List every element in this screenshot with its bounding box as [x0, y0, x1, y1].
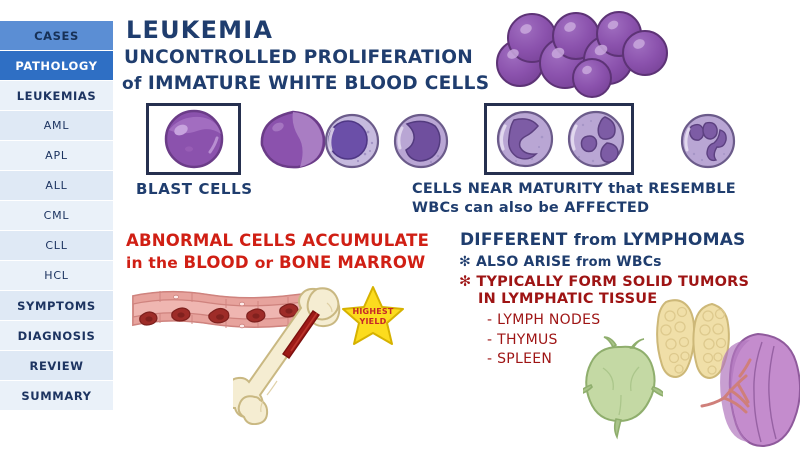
lymphoma-bullet-2-line-1: TYPICALLY FORM SOLID TUMORS [476, 274, 750, 290]
accumulate-line-2d: BONE MARROW [279, 253, 426, 272]
sidebar-item-leukemias[interactable]: LEUKEMIAS [0, 81, 113, 111]
cell-lymphocyte-3 [324, 113, 380, 169]
list-item: - SPLEEN [487, 351, 553, 367]
sidebar-item-label: AML [43, 119, 70, 132]
lymphatic-tissue-list: - LYMPH NODES - THYMUS - SPLEEN [487, 311, 600, 370]
sidebar-item-review[interactable]: REVIEW [0, 351, 113, 381]
highest-yield-text: HIGHEST YIELD [341, 307, 405, 326]
sidebar-item-label: CASES [34, 28, 79, 43]
subtitle-line-2: of IMMATURE WHITE BLOOD CELLS [122, 73, 489, 94]
sidebar-item-label: PATHOLOGY [15, 58, 98, 73]
sidebar-item-apl[interactable]: APL [0, 141, 113, 171]
lymphoma-bullet-1a: ALSO ARISE [475, 254, 577, 270]
cell-monocyte-4 [393, 113, 449, 169]
mature-caption-2b: can also be [464, 200, 565, 216]
list-item: - THYMUS [487, 331, 558, 348]
accumulate-line-2a: in the [126, 254, 184, 272]
highest-yield-line-2: YIELD [359, 316, 387, 326]
asterisk-icon: ✻ [459, 254, 471, 270]
sidebar-item-diagnosis[interactable]: DIAGNOSIS [0, 321, 113, 351]
cell-blast-2 [260, 110, 326, 169]
blast-cells-highlight-box [146, 103, 241, 175]
lymphoma-bullet-1: ✻ALSO ARISE from WBCs [459, 254, 662, 271]
sidebar-item-label: LEUKEMIAS [16, 88, 97, 103]
sidebar-item-label: REVIEW [29, 358, 84, 373]
page-title: LEUKEMIA [126, 16, 274, 44]
mature-caption-1b: that [608, 181, 649, 197]
highest-yield-line-1: HIGHEST [352, 307, 394, 316]
lymphoma-heading: DIFFERENT from LYMPHOMAS [460, 230, 746, 250]
sidebar-item-label: APL [45, 149, 68, 162]
mature-caption-2a: WBCs [412, 200, 465, 216]
lymphoma-bullet-1b: from [576, 255, 617, 270]
sidebar-item-pathology[interactable]: PATHOLOGY [0, 51, 113, 81]
lymphoma-heading-c: LYMPHOMAS [622, 230, 746, 250]
subtitle-line-2-lead: of [122, 74, 148, 94]
accumulate-line-1: ABNORMAL CELLS ACCUMULATE [126, 231, 430, 250]
lymphoma-bullet-1c: WBCs [616, 254, 662, 270]
cell-segmented-neutrophil-7 [680, 113, 736, 169]
sidebar-item-label: ALL [45, 179, 68, 192]
sidebar-item-summary[interactable]: SUMMARY [0, 381, 113, 411]
spleen-illustration [700, 332, 800, 448]
mature-cells-highlight-box [484, 103, 634, 175]
mature-caption-2c: AFFECTED [564, 200, 650, 216]
sidebar-item-symptoms[interactable]: SYMPTOMS [0, 291, 113, 321]
mature-caption-1a: CELLS NEAR MATURITY [412, 181, 609, 197]
sidebar-item-label: SYMPTOMS [17, 298, 96, 313]
sidebar-item-cml[interactable]: CML [0, 201, 113, 231]
accumulate-heading: ABNORMAL CELLS ACCUMULATE in the BLOOD o… [126, 230, 429, 274]
lymphoma-heading-a: DIFFERENT [460, 230, 574, 250]
subtitle-line-2-rest: IMMATURE WHITE BLOOD CELLS [147, 73, 490, 94]
highest-yield-badge: HIGHEST YIELD [341, 285, 405, 347]
sidebar-nav: CASES PATHOLOGY LEUKEMIAS AML APL ALL CM… [0, 0, 113, 450]
sidebar-item-label: DIAGNOSIS [17, 328, 96, 343]
sidebar-item-label: CML [43, 209, 70, 222]
mature-cells-caption: CELLS NEAR MATURITY that RESEMBLE WBCs c… [412, 180, 736, 218]
blood-vessel-illustration [132, 290, 317, 329]
lymphoma-bullet-2-line-2: IN LYMPHATIC TISSUE [478, 291, 658, 307]
blast-cell-cluster-illustration [496, 11, 668, 98]
list-item: - LYMPH NODES [487, 312, 601, 328]
sidebar-item-cases[interactable]: CASES [0, 21, 113, 51]
accumulate-line-2c: or [254, 254, 279, 272]
mature-caption-1c: RESEMBLE [648, 181, 736, 197]
lymphoma-bullet-2: ✻TYPICALLY FORM SOLID TUMORS IN LYMPHATI… [459, 274, 749, 308]
sidebar-item-label: HCL [44, 269, 69, 282]
blast-cells-label: BLAST CELLS [136, 180, 253, 198]
asterisk-icon: ✻ [459, 274, 472, 290]
cell-segmented-neutrophil-6 [567, 110, 625, 168]
sidebar-item-aml[interactable]: AML [0, 111, 113, 141]
femur-bone-marrow-illustration [233, 287, 341, 425]
cell-band-neutrophil-5 [496, 110, 554, 168]
sidebar-item-all[interactable]: ALL [0, 171, 113, 201]
sidebar-item-label: CLL [45, 239, 68, 252]
subtitle-line-1: UNCONTROLLED PROLIFERATION [124, 47, 474, 68]
sidebar-item-hcl[interactable]: HCL [0, 261, 113, 291]
star-icon [342, 286, 404, 345]
lymph-node-illustration [583, 336, 663, 440]
cell-blast-1 [164, 109, 224, 169]
thymus-illustration [656, 299, 730, 380]
lymphoma-heading-b: from [573, 230, 623, 249]
sidebar-item-cll[interactable]: CLL [0, 231, 113, 261]
sidebar-item-label: SUMMARY [21, 388, 92, 403]
accumulate-line-2b: BLOOD [183, 253, 255, 272]
